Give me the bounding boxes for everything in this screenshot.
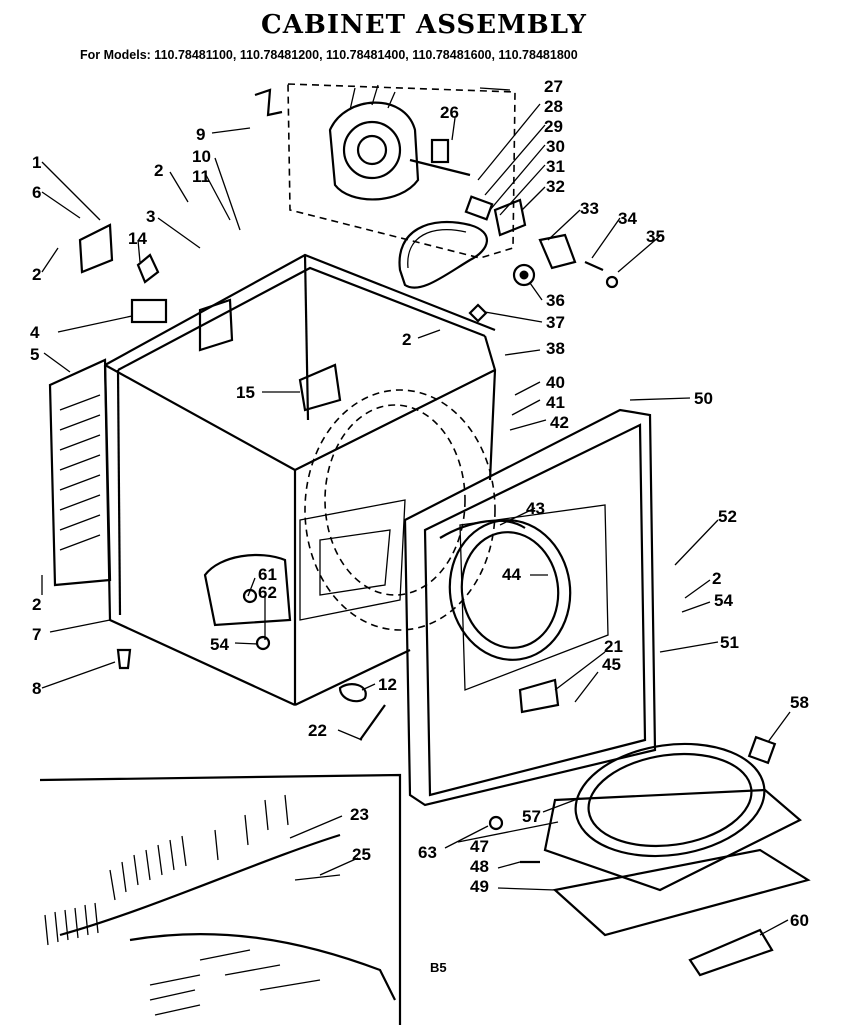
callout-57: 57 — [522, 807, 541, 826]
callout-54: 54 — [210, 635, 229, 654]
callout-51: 51 — [720, 633, 739, 652]
callout-8: 8 — [32, 679, 41, 698]
callout-14: 14 — [128, 229, 147, 248]
callout-52: 52 — [718, 507, 737, 526]
callout-60: 60 — [790, 911, 809, 930]
drive-belt — [398, 220, 488, 289]
part-1-bracket — [78, 223, 114, 274]
callout-45: 45 — [602, 655, 621, 674]
callout-47: 47 — [470, 837, 489, 856]
front-panel — [403, 408, 657, 807]
wiring-harness — [39, 773, 402, 1025]
callout-26: 26 — [440, 103, 459, 122]
callout-49: 49 — [470, 877, 489, 896]
callout-62: 62 — [258, 583, 277, 602]
page-title: CABINET ASSEMBLY — [261, 10, 587, 40]
callout-23: 23 — [350, 805, 369, 824]
callout-37: 37 — [546, 313, 565, 332]
callouts: 1 6 2 2 3 14 10 11 9 4 5 26 27 28 29 30 … — [30, 77, 809, 930]
callout-15: 15 — [236, 383, 255, 402]
callout-27: 27 — [544, 77, 563, 96]
idler-parts — [464, 195, 619, 323]
callout-21: 21 — [604, 637, 623, 656]
callout-58: 58 — [790, 693, 809, 712]
callout-12: 12 — [378, 675, 397, 694]
motor-group — [254, 83, 516, 259]
callout-33: 33 — [580, 199, 599, 218]
callout-2: 2 — [32, 595, 41, 614]
callout-54: 54 — [714, 591, 733, 610]
callout-2: 2 — [154, 161, 163, 180]
callout-34: 34 — [618, 209, 637, 228]
side-panel — [48, 358, 112, 587]
callout-32: 32 — [546, 177, 565, 196]
callout-29: 29 — [544, 117, 563, 136]
callout-63: 63 — [418, 843, 437, 862]
callout-48: 48 — [470, 857, 489, 876]
callout-2: 2 — [402, 330, 411, 349]
callout-9: 9 — [196, 125, 205, 144]
callout-28: 28 — [544, 97, 563, 116]
leveling-leg — [116, 648, 132, 670]
callout-7: 7 — [32, 625, 41, 644]
callout-42: 42 — [550, 413, 569, 432]
callout-5: 5 — [30, 345, 39, 364]
callout-1: 1 — [32, 153, 41, 172]
callout-43: 43 — [526, 499, 545, 518]
callout-61: 61 — [258, 565, 277, 584]
callout-10: 10 — [192, 147, 211, 166]
page-code: B5 — [430, 960, 447, 975]
callout-44: 44 — [502, 565, 521, 584]
callout-4: 4 — [30, 323, 40, 342]
callout-35: 35 — [646, 227, 665, 246]
callout-11: 11 — [192, 167, 210, 186]
callout-25: 25 — [352, 845, 371, 864]
callout-41: 41 — [546, 393, 565, 412]
callout-2: 2 — [712, 569, 721, 588]
callout-2: 2 — [32, 265, 41, 284]
callout-3: 3 — [146, 207, 155, 226]
callout-40: 40 — [546, 373, 565, 392]
callout-38: 38 — [546, 339, 565, 358]
callout-6: 6 — [32, 183, 41, 202]
callout-22: 22 — [308, 721, 327, 740]
callout-36: 36 — [546, 291, 565, 310]
part-4-block — [130, 298, 168, 324]
model-list: For Models: 110.78481100, 110.78481200, … — [80, 48, 578, 62]
callout-50: 50 — [694, 389, 713, 408]
base-assembly — [488, 735, 811, 977]
callout-31: 31 — [546, 157, 565, 176]
leader-lines — [41, 87, 791, 936]
callout-30: 30 — [546, 137, 565, 156]
